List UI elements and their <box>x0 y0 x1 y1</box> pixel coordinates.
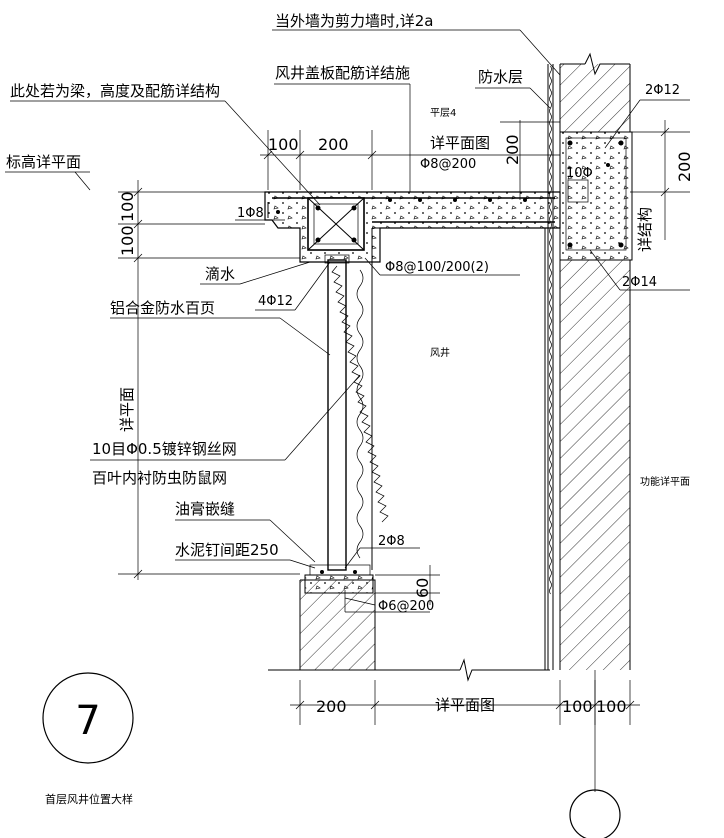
struct-ref-label: 详结构 <box>636 207 654 252</box>
dim-right-200: 200 <box>675 151 694 182</box>
left-dimension-chain <box>118 180 300 580</box>
right-dimension-chain <box>500 120 690 240</box>
rebar-phi6-label: Φ6@200 <box>378 599 434 614</box>
rebar-10phi-label: 10Φ <box>566 166 593 181</box>
waterproof-strip <box>547 64 554 670</box>
beam-section <box>307 197 365 251</box>
detail-number: 7 <box>75 698 100 744</box>
waterproof-layer-label: 防水层 <box>478 68 523 86</box>
detail-bubble: 7 <box>42 672 134 764</box>
ping-ceng-label: 平层4 <box>430 107 456 119</box>
dim-bottom-100b: 100 <box>596 697 627 716</box>
leader-lines <box>5 29 690 613</box>
dim-left-100b: 100 <box>118 225 137 256</box>
oil-seal-label: 油膏嵌缝 <box>175 500 235 518</box>
dim-left-100a: 100 <box>118 191 137 222</box>
dim-side-200: 200 <box>503 134 522 165</box>
shaft-outline <box>371 227 546 670</box>
rebar-4phi12-label: 4Φ12 <box>258 294 293 309</box>
function-plan-label: 功能详平面 <box>640 475 690 488</box>
axis-marker <box>569 670 621 838</box>
sill-wall <box>268 574 550 682</box>
shear-wall-note: 当外墙为剪力墙时,详2a <box>275 12 434 30</box>
plan-ref-bottom: 详平面图 <box>435 696 495 714</box>
rebar-2phi8-label: 2Φ8 <box>378 534 405 549</box>
dim-top-200: 200 <box>318 135 349 154</box>
rebar-top-label: Φ8@200 <box>420 157 476 172</box>
rebar-1phi8-label: 1Φ8 <box>237 206 264 221</box>
dim-sill-60: 60 <box>413 578 432 598</box>
drawing-caption: 首层风井位置大样 <box>45 792 133 806</box>
elevation-note: 标高详平面 <box>6 153 81 171</box>
beam-note: 此处若为梁，高度及配筋详结构 <box>10 82 220 100</box>
cement-nail-label: 水泥钉间距250 <box>175 541 279 559</box>
plan-ref-top: 详平面图 <box>430 134 490 152</box>
dim-bottom-200: 200 <box>316 697 347 716</box>
sill-dimension <box>375 565 440 605</box>
rebar-2phi12-label: 2Φ12 <box>645 83 680 98</box>
insect-net-label: 百叶内衬防虫防鼠网 <box>92 469 227 487</box>
cover-plate-note: 风井盖板配筋详结施 <box>275 64 410 82</box>
mesh-label: 10目Φ0.5镀锌钢丝网 <box>92 440 237 458</box>
dim-bottom-100a: 100 <box>562 697 593 716</box>
rebar-stirrup-label: Φ8@100/200(2) <box>385 260 489 275</box>
louver-frame <box>309 254 389 576</box>
louver-label: 铝合金防水百页 <box>110 299 215 317</box>
dim-top-100: 100 <box>268 135 299 154</box>
wall-beam-block <box>559 131 633 261</box>
shaft-label: 风井 <box>430 346 450 359</box>
plan-ref-side-label: 详平面 <box>118 387 136 432</box>
drip-label: 滴水 <box>205 265 235 283</box>
rebar-2phi14-label: 2Φ14 <box>622 275 657 290</box>
